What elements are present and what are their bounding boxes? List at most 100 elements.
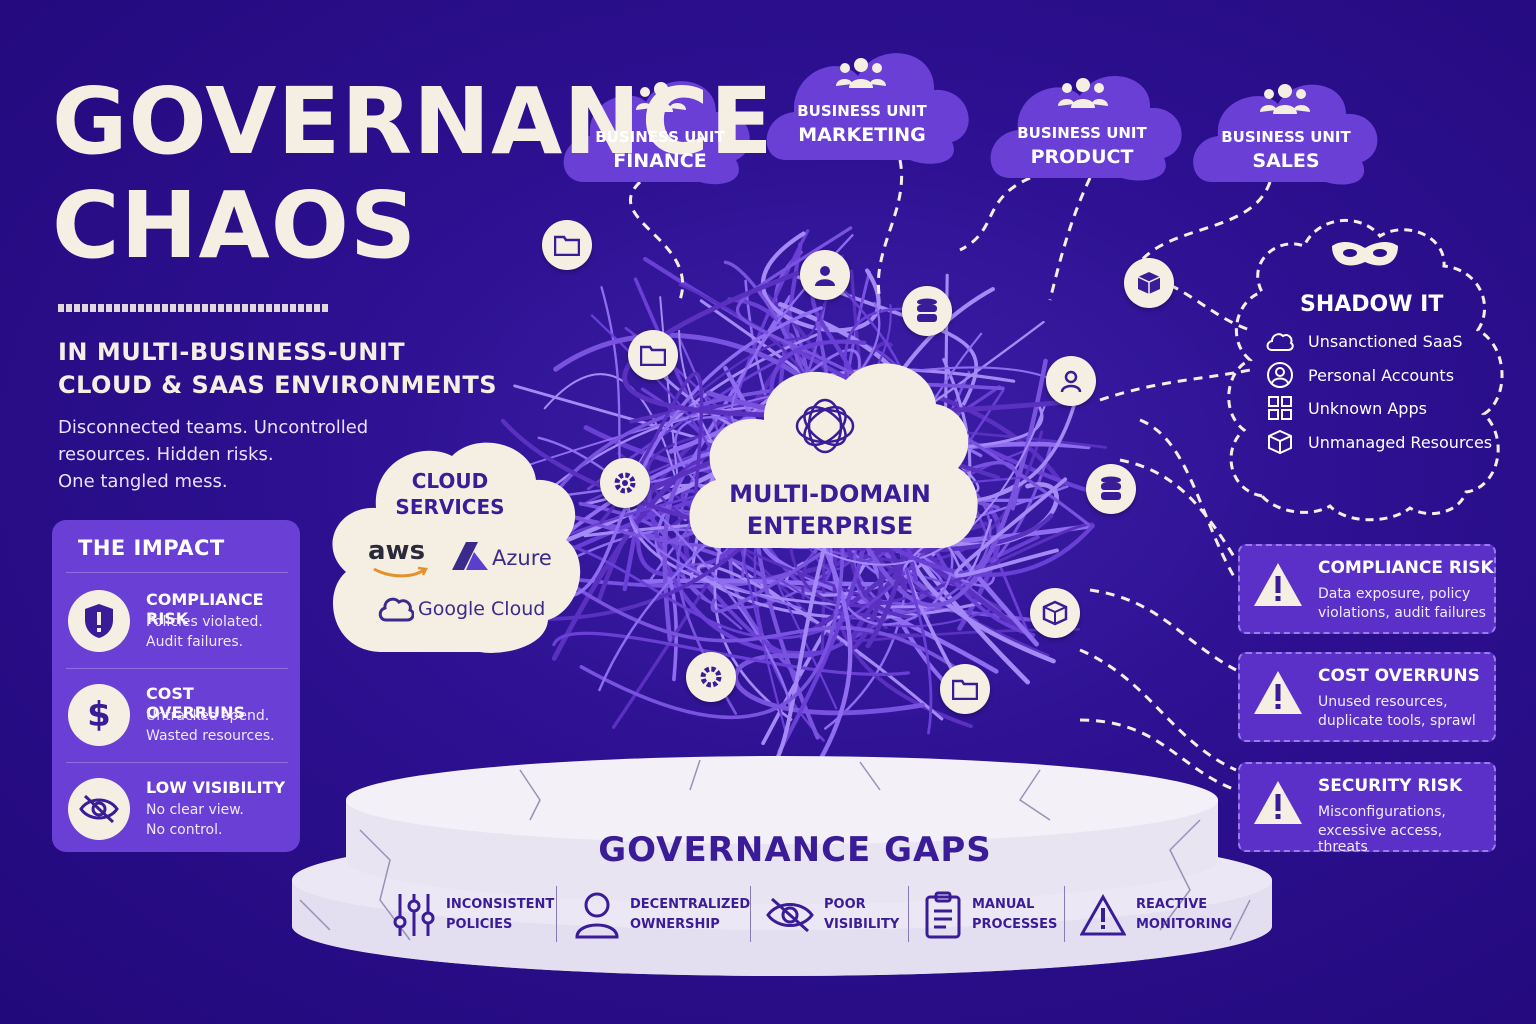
google-cloud-logo[interactable]: Google Cloud — [418, 598, 546, 620]
title-line-1: GOVERNANCE — [52, 68, 774, 175]
database-icon[interactable] — [1086, 464, 1136, 514]
subtitle-line-2: CLOUD & SAAS ENVIRONMENTS — [58, 371, 498, 399]
impact-divider — [66, 572, 288, 573]
warning-icon — [1254, 671, 1302, 714]
bu-prefix: BUSINESS UNIT — [797, 102, 927, 120]
bu-prefix: BUSINESS UNIT — [1221, 128, 1351, 146]
impact-head: COMPLIANCE RISK — [146, 590, 264, 628]
eye-off-icon — [766, 897, 814, 933]
risk-desc: Data exposure, policy — [1318, 586, 1471, 602]
team-icon — [836, 58, 886, 88]
warning-icon — [1254, 563, 1302, 606]
risk-security[interactable]: SECURITY RISK Misconfigurations, excessi… — [1238, 762, 1496, 855]
impact-line: No control. — [146, 822, 223, 838]
tangle-knot-icon — [795, 398, 855, 454]
risk-cost[interactable]: COST OVERRUNS Unused resources, duplicat… — [1238, 652, 1496, 742]
tangle-strand — [552, 631, 910, 676]
user-icon[interactable] — [1046, 356, 1096, 406]
azure-logo[interactable]: Azure — [492, 546, 552, 570]
bu-marketing[interactable]: BUSINESS UNIT MARKETING — [792, 102, 932, 146]
gear-icon[interactable] — [600, 458, 650, 508]
clipboard-icon — [925, 891, 961, 939]
gap-label: MANUAL — [972, 897, 1035, 912]
bu-sales[interactable]: BUSINESS UNIT SALES — [1216, 128, 1356, 172]
sliders-icon — [393, 894, 435, 936]
cloud-icon — [1266, 333, 1294, 351]
gap-label: REACTIVE — [1136, 897, 1208, 912]
gap-label: DECENTRALIZED — [630, 897, 751, 912]
gap-divider — [908, 886, 909, 942]
user-icon[interactable] — [800, 250, 850, 300]
governance-gaps-title: GOVERNANCE GAPS — [598, 830, 992, 870]
warning-icon — [1254, 781, 1302, 824]
bu-product[interactable]: BUSINESS UNIT PRODUCT — [1012, 124, 1152, 168]
description-line-1: Disconnected teams. Uncontrolled — [58, 417, 369, 438]
user-circle-icon — [1267, 362, 1293, 388]
folder-icon[interactable] — [940, 664, 990, 714]
cloud-services-title-l1: CLOUD — [411, 469, 489, 493]
subtitle-line-1: IN MULTI-BUSINESS-UNIT — [58, 338, 406, 366]
shadow-item-label: Unmanaged Resources — [1308, 432, 1493, 452]
folder-icon[interactable] — [542, 220, 592, 270]
tangle-strand — [626, 333, 936, 609]
impact-item-cost: $ COST OVERRUNS Untracked spend. Wasted … — [66, 670, 288, 762]
team-icon — [1260, 84, 1310, 114]
cloud-services-title-l2: SERVICES — [395, 495, 505, 519]
tangle-strand — [520, 520, 952, 640]
impact-line: Audit failures. — [146, 634, 244, 650]
impact-line: Policies violated. — [146, 614, 263, 630]
tangle-strand — [760, 231, 881, 333]
google-cloud-icon — [378, 597, 414, 622]
description-line-3: One tangled mess. — [58, 471, 228, 492]
tangle-strand — [733, 653, 925, 716]
cloud-services-title: CLOUD SERVICES — [388, 468, 512, 520]
bu-cloud-marketing — [766, 53, 969, 164]
bu-cloud-finance — [563, 81, 750, 185]
multi-domain-l2: ENTERPRISE — [746, 512, 914, 540]
pedestal — [292, 756, 1272, 976]
description-line-2: resources. Hidden risks. — [58, 444, 274, 465]
warning-icon — [1080, 894, 1126, 936]
folder-icon[interactable] — [628, 330, 678, 380]
azure-logo-icon — [452, 542, 488, 570]
cube-icon[interactable] — [1124, 258, 1174, 308]
cube-icon[interactable] — [1030, 588, 1080, 638]
shadow-item-resources: Unmanaged Resources — [1266, 429, 1492, 455]
impact-item-visibility: LOW VISIBILITY No clear view. No control… — [66, 764, 288, 856]
impact-divider — [66, 762, 288, 763]
tangle-strand — [502, 533, 985, 689]
title-divider — [58, 304, 330, 312]
apps-grid-icon — [1268, 396, 1292, 420]
shadow-item-saas: Unsanctioned SaaS — [1266, 328, 1463, 354]
risk-compliance[interactable]: COMPLIANCE RISK Data exposure, policy vi… — [1238, 544, 1496, 634]
eye-off-icon — [68, 778, 130, 840]
gap-divider — [750, 886, 751, 942]
gear-icon[interactable] — [686, 652, 736, 702]
shield-alert-icon — [68, 590, 130, 652]
gap-label: INCONSISTENT — [446, 897, 555, 912]
risk-desc: duplicate tools, sprawl — [1318, 713, 1476, 729]
database-icon[interactable] — [902, 286, 952, 336]
gap-label: POOR — [824, 897, 866, 912]
dashed-connectors — [629, 159, 1272, 792]
bu-finance[interactable]: BUSINESS UNIT FINANCE — [590, 128, 730, 172]
risk-head: SECURITY RISK — [1318, 776, 1463, 796]
risk-head: COST OVERRUNS — [1318, 666, 1480, 686]
risk-desc: excessive access, threats — [1318, 823, 1443, 855]
bu-name: MARKETING — [798, 124, 926, 146]
user-icon — [575, 892, 619, 939]
aws-logo[interactable]: aws — [368, 536, 426, 566]
gap-label: VISIBILITY — [824, 917, 900, 932]
tangle-strand — [543, 296, 680, 491]
impact-title: THE IMPACT — [78, 536, 225, 560]
gap-label: POLICIES — [446, 917, 513, 932]
page-title: GOVERNANCE CHAOS — [52, 68, 774, 278]
team-icon — [636, 82, 686, 112]
multi-domain-title: MULTI-DOMAIN ENTERPRISE — [710, 478, 950, 542]
shadow-item-label: Unknown Apps — [1308, 398, 1427, 418]
gap-manual: MANUAL PROCESSES — [924, 880, 1057, 950]
subtitle: IN MULTI-BUSINESS-UNIT CLOUD & SAAS ENVI… — [58, 336, 497, 402]
tangle-strand — [954, 477, 1068, 578]
gap-label: PROCESSES — [972, 917, 1058, 932]
